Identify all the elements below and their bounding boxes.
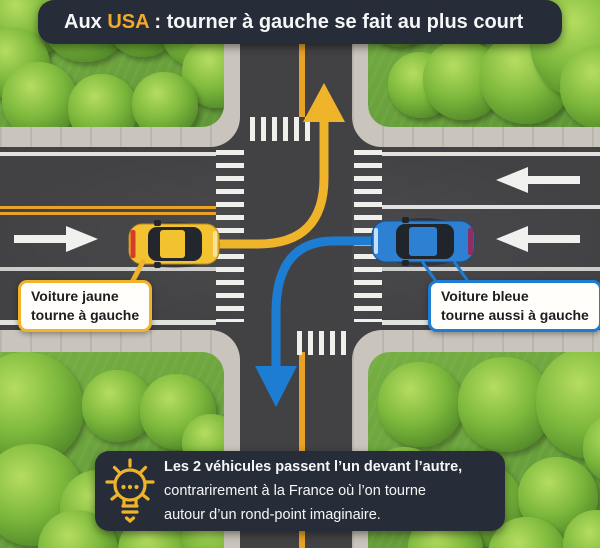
blue-car [371, 217, 475, 266]
center-line-west-yellow-1 [0, 206, 216, 209]
page-title: Aux USA : tourner à gauche se fait au pl… [64, 11, 523, 34]
blue-callout-line1: Voiture bleue [441, 288, 529, 304]
tree [378, 362, 463, 447]
note-text: Les 2 véhicules passent l’un devant l’au… [164, 455, 462, 527]
lane-line-east-low [382, 267, 600, 271]
lane-arrow-eastbound [14, 226, 98, 252]
yellow-callout-line2: tourne à gauche [31, 307, 140, 323]
center-line-west-yellow-2 [0, 212, 216, 215]
note-line3: autour d’un rond-point imaginaire. [164, 507, 381, 523]
note-banner: Les 2 véhicules passent l’un devant l’au… [95, 451, 505, 531]
yellow-callout-line1: Voiture jaune [31, 288, 119, 304]
title-prefix: Aux [64, 10, 108, 33]
lane-arrow-westbound-2 [496, 226, 580, 252]
note-line2: contrarirement à la France où l’on tourn… [164, 483, 426, 499]
tree [2, 62, 78, 127]
crosswalk-north [250, 117, 310, 141]
blue-car-callout: Voiture bleue tourne aussi à gauche [428, 280, 600, 332]
edge-line-west-top [0, 152, 216, 156]
lane-arrow-westbound-1 [496, 167, 580, 193]
lightbulb-icon [105, 458, 155, 524]
header-banner: Aux USA : tourner à gauche se fait au pl… [38, 0, 562, 44]
crosswalk-south [297, 331, 349, 355]
lane-line-west-low [0, 267, 216, 271]
center-line-south-yellow [299, 352, 305, 548]
title-suffix: : tourner à gauche se fait au plus court [148, 10, 524, 33]
blue-callout-line2: tourne aussi à gauche [441, 307, 589, 323]
lane-line-east-mid [382, 205, 600, 209]
yellow-car-callout: Voiture jaune tourne à gauche [18, 280, 153, 332]
tree [68, 74, 138, 127]
yellow-car [128, 220, 220, 268]
tree [583, 414, 600, 484]
center-line-north-yellow [299, 40, 305, 117]
tree [132, 72, 198, 127]
note-line1: Les 2 véhicules passent l’un devant l’au… [164, 459, 463, 475]
edge-line-east-top [382, 152, 600, 156]
title-highlight: USA [107, 10, 149, 33]
